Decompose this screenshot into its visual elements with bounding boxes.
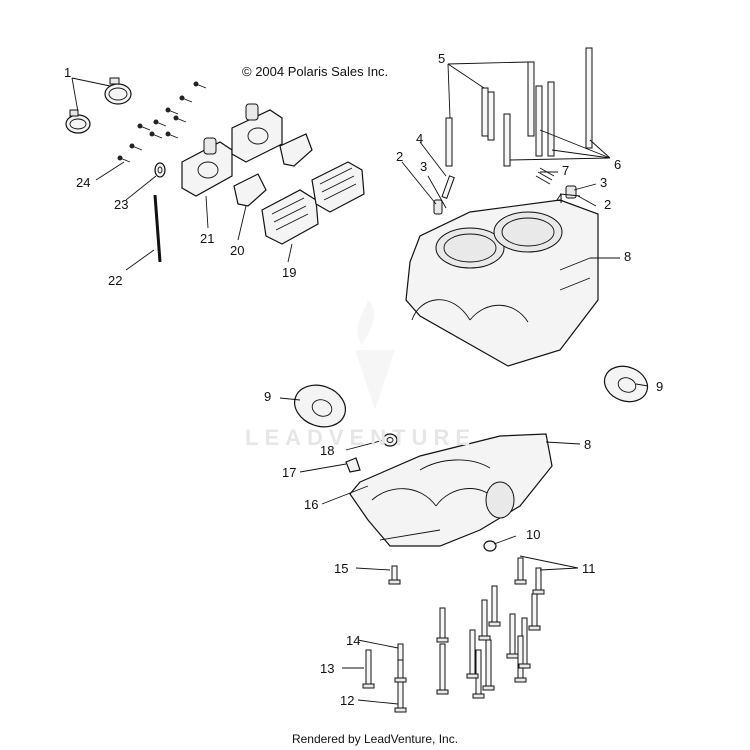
copyright-notice: © 2004 Polaris Sales Inc. [242,64,389,79]
callout-10: 10 [526,527,541,542]
callout-9b: 9 [656,379,664,394]
callout-9a: 9 [264,389,272,404]
seal-9-left [294,384,346,428]
callout-1: 1 [64,65,72,80]
callout-3b: 3 [600,175,608,190]
callout-3a: 3 [420,159,428,174]
reed-cage-20a [233,173,267,207]
reed-valve-19a [261,189,319,245]
callout-4b: 4 [556,191,564,206]
callout-2b: 2 [604,197,612,212]
leader-lines [71,61,649,705]
small-bolts-group [117,81,207,163]
callout-8b: 8 [584,437,592,452]
reed-valve-housing-21a [181,137,233,197]
upper-crankcase [405,199,599,367]
callout-16: 16 [304,497,319,512]
callout-7: 7 [562,163,570,178]
callout-21: 21 [200,231,215,246]
studs-group [445,47,593,167]
fitting-10 [483,540,497,552]
lower-crankcase [349,433,553,547]
dowel-pin-4a [441,175,455,199]
hose-clamp-1 [65,109,91,134]
reed-valve-housing-21b [231,103,283,163]
fitting-2a [433,199,443,215]
rod-22 [153,194,162,263]
callout-18: 18 [320,443,335,458]
callout-23: 23 [114,197,129,212]
fitting-7-spring [535,167,555,185]
fitting-17 [345,457,361,473]
bolts-group [362,557,545,713]
callout-14: 14 [346,633,361,648]
callout-22: 22 [108,273,123,288]
reed-cage-20b [279,133,313,167]
callout-13: 13 [320,661,335,676]
seal-9-right [603,365,649,403]
callout-20: 20 [230,243,245,258]
callout-11: 11 [582,561,596,576]
footer-credit: Rendered by LeadVenture, Inc. [291,732,459,746]
callout-6: 6 [614,157,622,172]
reed-valve-19b [311,161,365,213]
fitting-2b [565,185,577,199]
callout-5: 5 [438,51,446,66]
callout-8a: 8 [624,249,632,264]
washer-23 [154,162,166,178]
callout-17: 17 [282,465,297,480]
callout-4a: 4 [416,131,424,146]
callout-12: 12 [340,693,355,708]
callout-24: 24 [76,175,91,190]
hose-clamp-2 [104,77,132,105]
callout-19: 19 [282,265,297,280]
callout-15: 15 [334,561,349,576]
watermark-text: LEADVENTURE [245,425,477,450]
watermark-logo [355,300,395,410]
callout-2a: 2 [396,149,404,164]
